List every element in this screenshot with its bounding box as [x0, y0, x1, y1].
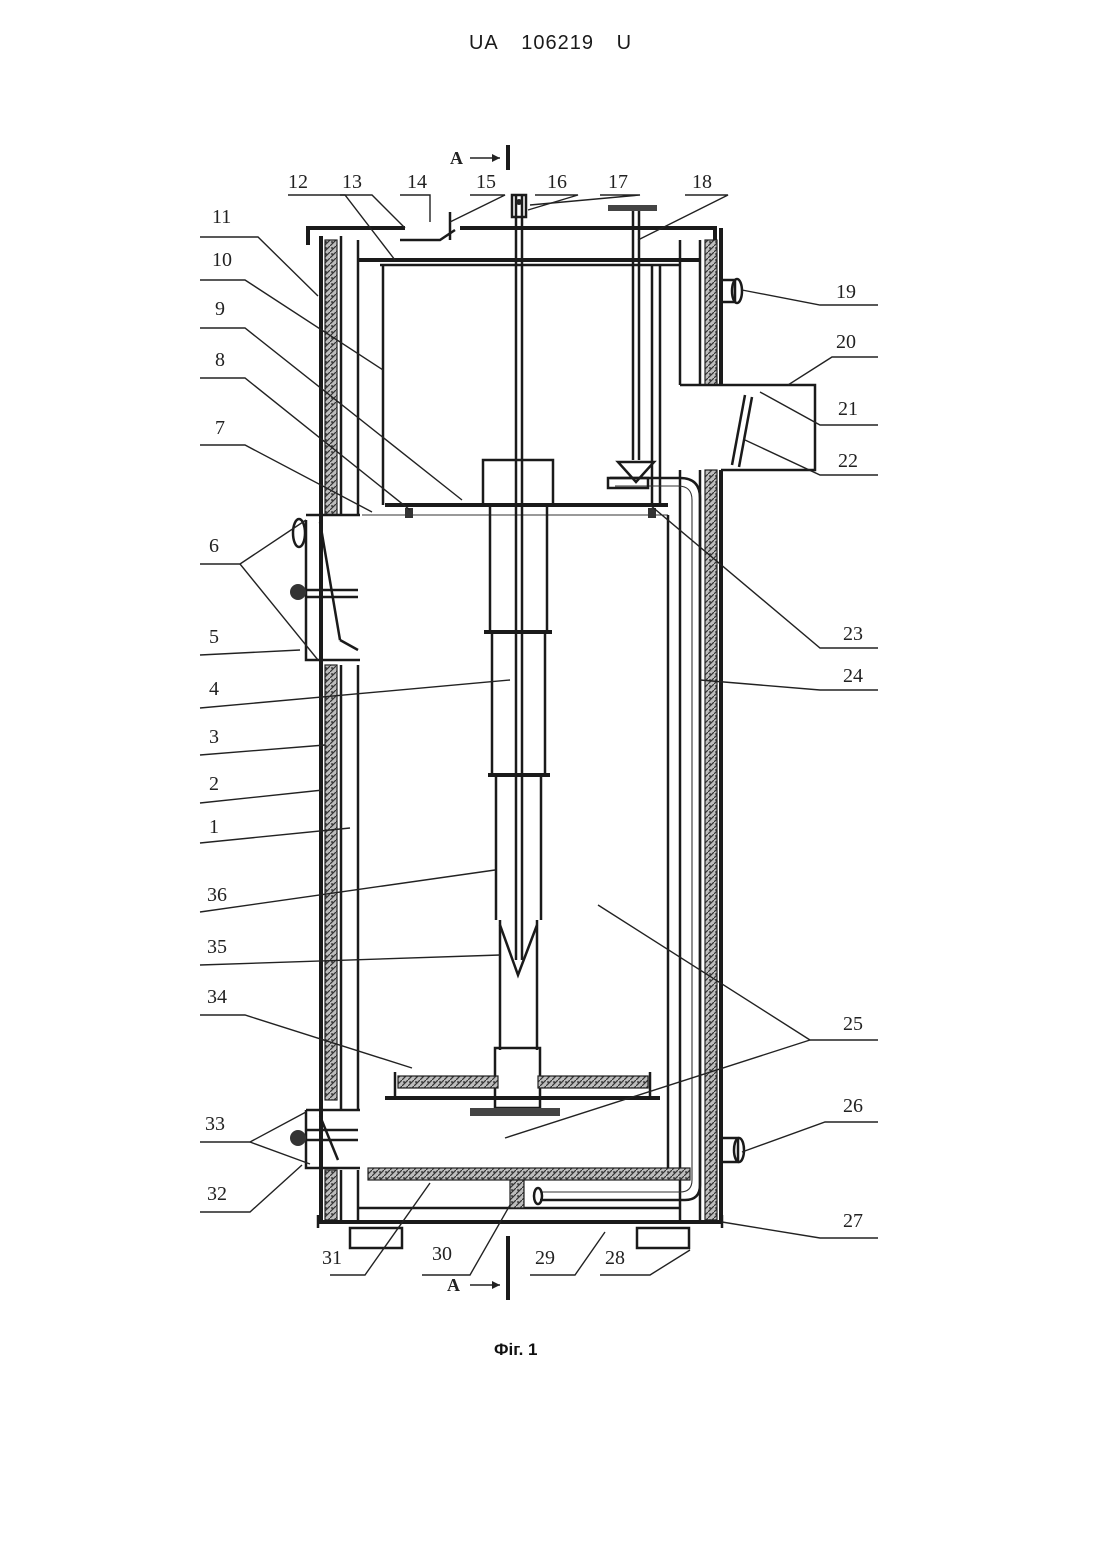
label-24: 24: [843, 665, 863, 687]
label-14: 14: [407, 171, 427, 193]
label-31: 31: [322, 1247, 342, 1269]
label-5: 5: [209, 626, 219, 648]
label-20: 20: [836, 331, 856, 353]
left-insulation-base: [325, 1170, 337, 1220]
label-35: 35: [207, 936, 227, 958]
label-32: 32: [207, 1183, 227, 1205]
bottom-insulation: [368, 1168, 690, 1180]
label-21: 21: [838, 398, 858, 420]
label-34: 34: [207, 986, 227, 1008]
right-insulation-lower: [705, 470, 717, 1220]
label-10: 10: [212, 249, 232, 271]
label-17: 17: [608, 171, 628, 193]
left-insulation-lower: [325, 665, 337, 1100]
label-26: 26: [843, 1095, 863, 1117]
central-tube: [483, 195, 657, 1050]
outlet-pipes: [534, 279, 815, 1204]
label-29: 29: [535, 1247, 555, 1269]
left-insulation-upper: [325, 240, 337, 515]
label-6: 6: [209, 535, 219, 557]
section-line: А А: [447, 145, 508, 1300]
label-22: 22: [838, 450, 858, 472]
bottom-support: [510, 1180, 524, 1208]
label-9: 9: [215, 298, 225, 320]
label-16: 16: [547, 171, 567, 193]
label-23: 23: [843, 623, 863, 645]
label-25: 25: [843, 1013, 863, 1035]
label-3: 3: [209, 726, 219, 748]
label-15: 15: [476, 171, 496, 193]
foot-left: [350, 1228, 402, 1248]
label-28: 28: [605, 1247, 625, 1269]
label-36: 36: [207, 884, 227, 906]
reference-labels: 1 2 3 4 5 6 7 8 9 10 11 12 13 14 15 16 1…: [205, 171, 863, 1269]
right-insulation-upper: [705, 240, 717, 385]
figure-caption: Фіг. 1: [494, 1340, 538, 1359]
grate: [385, 1048, 660, 1116]
label-8: 8: [215, 349, 225, 371]
label-11: 11: [212, 206, 231, 228]
label-33: 33: [205, 1113, 225, 1135]
foot-right: [637, 1228, 689, 1248]
section-marker-top: А: [450, 148, 463, 168]
label-30: 30: [432, 1243, 452, 1265]
label-18: 18: [692, 171, 712, 193]
label-7: 7: [215, 417, 225, 439]
label-27: 27: [843, 1210, 863, 1232]
label-13: 13: [342, 171, 362, 193]
label-19: 19: [836, 281, 856, 303]
label-1: 1: [209, 816, 219, 838]
label-2: 2: [209, 773, 219, 795]
label-4: 4: [209, 678, 219, 700]
section-marker-bottom: А: [447, 1275, 460, 1295]
label-12: 12: [288, 171, 308, 193]
